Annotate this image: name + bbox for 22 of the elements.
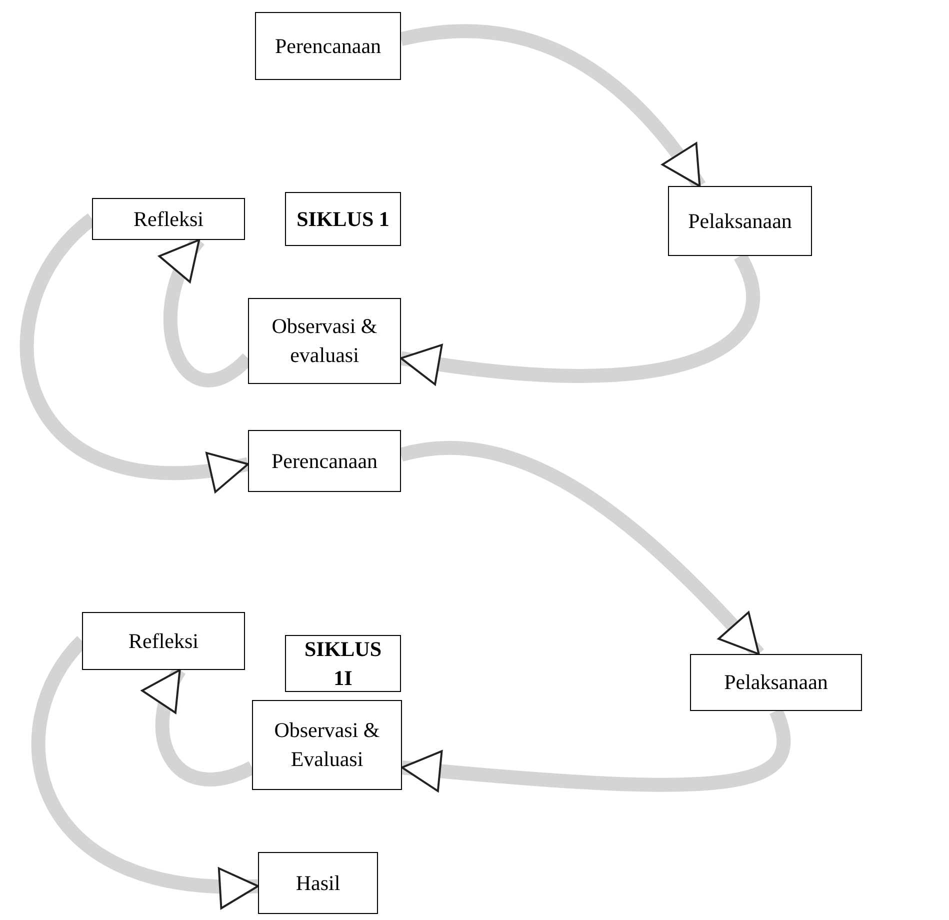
process-box (255, 12, 401, 80)
box-label: SIKLUS 1 (296, 206, 390, 232)
box-label: Pelaksanaan (724, 669, 828, 696)
box-label: Observasi & Evaluasi (273, 717, 381, 773)
box-label: Hasil (296, 870, 340, 896)
curved-arrow (31, 636, 259, 907)
box-label: Perencanaan (274, 32, 382, 60)
box-label: Observasi & evaluasi (270, 313, 378, 369)
box-label: Perencanaan (271, 448, 378, 474)
process-box (285, 635, 401, 692)
process-box (285, 192, 401, 246)
process-box (82, 612, 245, 670)
process-box (252, 700, 402, 790)
process-box (258, 852, 378, 914)
box-label: SIKLUS 1I (303, 636, 383, 692)
box-label: Refleksi (128, 628, 198, 654)
process-box (668, 186, 812, 256)
process-box (248, 430, 401, 492)
box-label: Pelaksanaan (688, 208, 792, 234)
curved-arrow (401, 708, 790, 792)
process-box (248, 298, 401, 384)
process-box (690, 654, 862, 711)
